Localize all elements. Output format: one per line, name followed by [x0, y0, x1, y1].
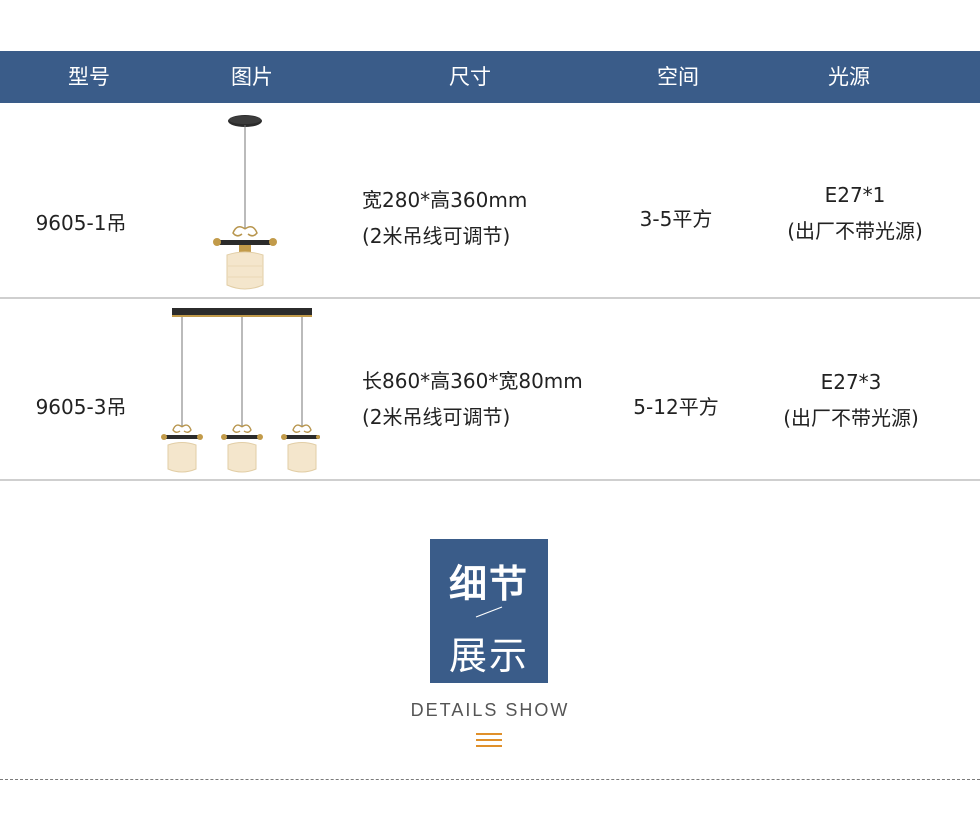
- header-light-source: 光源: [828, 65, 870, 89]
- light-bulb-note: (出厂不带光源): [787, 219, 923, 243]
- light-source-cell: E27*1 (出厂不带光源): [787, 177, 923, 249]
- light-bulb-note: (出厂不带光源): [783, 406, 919, 430]
- slash-divider-icon: [475, 606, 503, 618]
- space-cell: 5-12平方: [633, 395, 719, 419]
- table-header: 型号 图片 尺寸 空间 光源: [0, 51, 980, 103]
- model-cell: 9605-3吊: [35, 395, 127, 419]
- menu-lines-icon: [476, 733, 502, 749]
- details-badge: 细节 展示: [430, 539, 548, 683]
- size-cell: 长860*高360*宽80mm (2米吊线可调节): [362, 363, 583, 435]
- light-bulb-spec: E27*1: [824, 183, 886, 207]
- dashed-divider: [0, 779, 980, 780]
- size-dimensions: 宽280*高360mm: [362, 188, 528, 212]
- header-model: 型号: [68, 65, 110, 89]
- space-cell: 3-5平方: [639, 207, 713, 231]
- header-size: 尺寸: [449, 65, 491, 89]
- single-pendant-lamp-icon: [210, 111, 280, 301]
- model-cell: 9605-1吊: [35, 211, 127, 235]
- size-cable-note: (2米吊线可调节): [362, 405, 511, 429]
- header-space: 空间: [657, 65, 699, 89]
- table-row: 9605-1吊 宽280*高360mm (2米吊线可调节) 3-5平方 E27*…: [0, 103, 980, 299]
- light-source-cell: E27*3 (出厂不带光源): [783, 364, 919, 436]
- triple-pendant-lamp-icon: [160, 305, 320, 481]
- size-cell: 宽280*高360mm (2米吊线可调节): [362, 182, 527, 254]
- size-dimensions: 长860*高360*宽80mm: [362, 369, 583, 393]
- details-subtitle: DETAILS SHOW: [410, 700, 570, 720]
- details-title-line2: 展示: [448, 634, 529, 678]
- header-image: 图片: [231, 65, 273, 89]
- table-row: 9605-3吊: [0, 299, 980, 481]
- details-title-line1: 细节: [448, 562, 529, 606]
- size-cable-note: (2米吊线可调节): [362, 224, 511, 248]
- light-bulb-spec: E27*3: [820, 370, 882, 394]
